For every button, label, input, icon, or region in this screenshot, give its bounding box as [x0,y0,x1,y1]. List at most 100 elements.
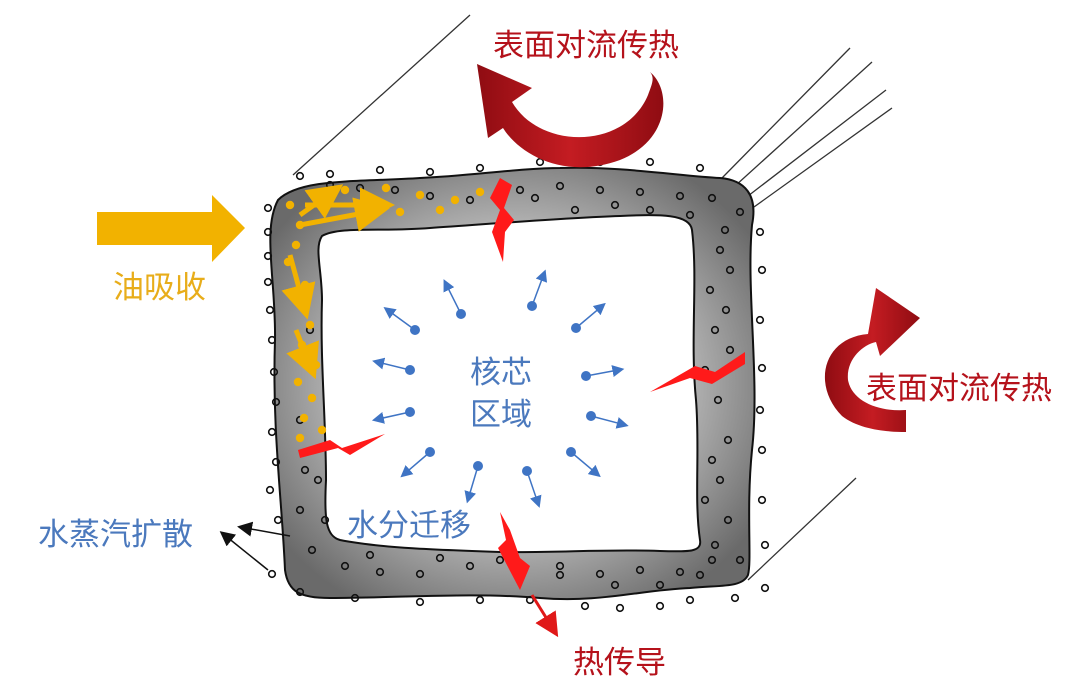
oil-dot [381,183,391,193]
pore-circle [755,315,765,325]
pore-circle [615,603,625,613]
pore-circle [295,171,305,181]
moisture-dot [527,301,537,311]
pore-circle [757,363,767,373]
pore-circle [365,550,375,560]
pore-circle [295,505,305,515]
core-region-label: 核芯 区域 [470,352,532,436]
convection-arrow-right [824,288,920,432]
pore-circle [723,435,733,445]
pore-circle [263,227,273,237]
pore-circle [465,195,475,205]
oil-dot [317,425,327,435]
convection-arrow-top [477,64,664,168]
pore-circle [555,181,565,191]
pore-circle [723,515,733,525]
pore-circle [313,475,323,485]
heat-bolts [298,178,745,590]
pore-circle [340,561,350,571]
pore-circle [515,185,525,195]
pore-circle [435,553,445,563]
pore-circle [415,569,425,579]
pore-circle [710,325,720,335]
pore-circle [350,593,360,603]
pore-circle [570,205,580,215]
moisture-arrow [371,411,411,424]
pore-circle [707,555,717,565]
pore-circle [695,163,705,173]
pore-circle [495,555,505,565]
perspective-lines [292,14,893,581]
pore-circle [425,191,435,201]
oil-dot [285,200,295,210]
pore-circle [415,597,425,607]
pore-circle [715,475,725,485]
pore-circle [555,570,565,580]
pore-circle [300,465,310,475]
core-label-line1: 核芯 [470,355,532,391]
oil-dot [450,195,460,205]
pore-circle [685,595,695,605]
pore-circle [720,225,730,235]
pore-circle [475,595,485,605]
moisture-migration-label: 水分迁移 [347,508,471,544]
pore-circle [705,285,715,295]
moisture-arrow [464,465,479,504]
pore-circle [425,167,435,177]
pore-circle [465,561,475,571]
pore-circle [265,485,275,495]
oil-dot [415,190,425,200]
moisture-arrow [570,451,601,478]
oil-dot [295,433,305,443]
moisture-arrow [400,451,431,478]
pore-circle [685,210,695,220]
pore-circle [655,580,665,590]
pore-circle [675,567,685,577]
pore-circle [530,193,540,203]
pore-circle [273,515,283,525]
moisture-dot [566,447,576,457]
pore-circle [700,495,710,505]
moisture-dot [586,411,596,421]
pore-circle [707,455,717,465]
pore-circle [645,205,655,215]
pore-circle [757,495,767,505]
vapor-diffusion-label: 水蒸汽扩散 [38,517,193,553]
moisture-dot [581,371,591,381]
pore-circle [610,200,620,210]
moisture-dot [425,447,435,457]
heat-bolt-top [490,178,514,262]
pore-circle [271,397,281,407]
moisture-arrow [526,470,542,508]
oil-dot [293,377,303,387]
pore-circle [707,193,717,203]
moisture-arrow [443,279,462,315]
pore-circle [325,169,335,179]
moisture-arrow [590,415,629,429]
pore-circle [635,187,645,197]
moisture-dot [405,407,415,417]
vapor-diffusion-arrows [219,521,291,571]
moisture-dot [522,466,532,476]
oil-dot [395,207,405,217]
pore-circle [265,305,275,315]
oil-absorption-label: 油吸收 [113,270,206,306]
convection-label-top: 表面对流传热 [493,28,679,64]
pore-circle [725,265,735,275]
heat-conduction-label: 热传导 [573,645,666,681]
moisture-arrow [575,302,606,329]
pore-circle [755,405,765,415]
pore-circle [757,445,767,455]
oil-path-arrows [281,184,395,380]
oil-dot [340,185,350,195]
pore-circle [713,395,723,405]
pore-circle [675,191,685,201]
pore-circle [710,540,720,550]
moisture-arrow [383,307,416,331]
pore-circle [263,277,273,287]
oil-dot [307,393,317,403]
pore-circle [263,251,273,261]
pore-circle [375,567,385,577]
oil-dot [299,413,309,423]
